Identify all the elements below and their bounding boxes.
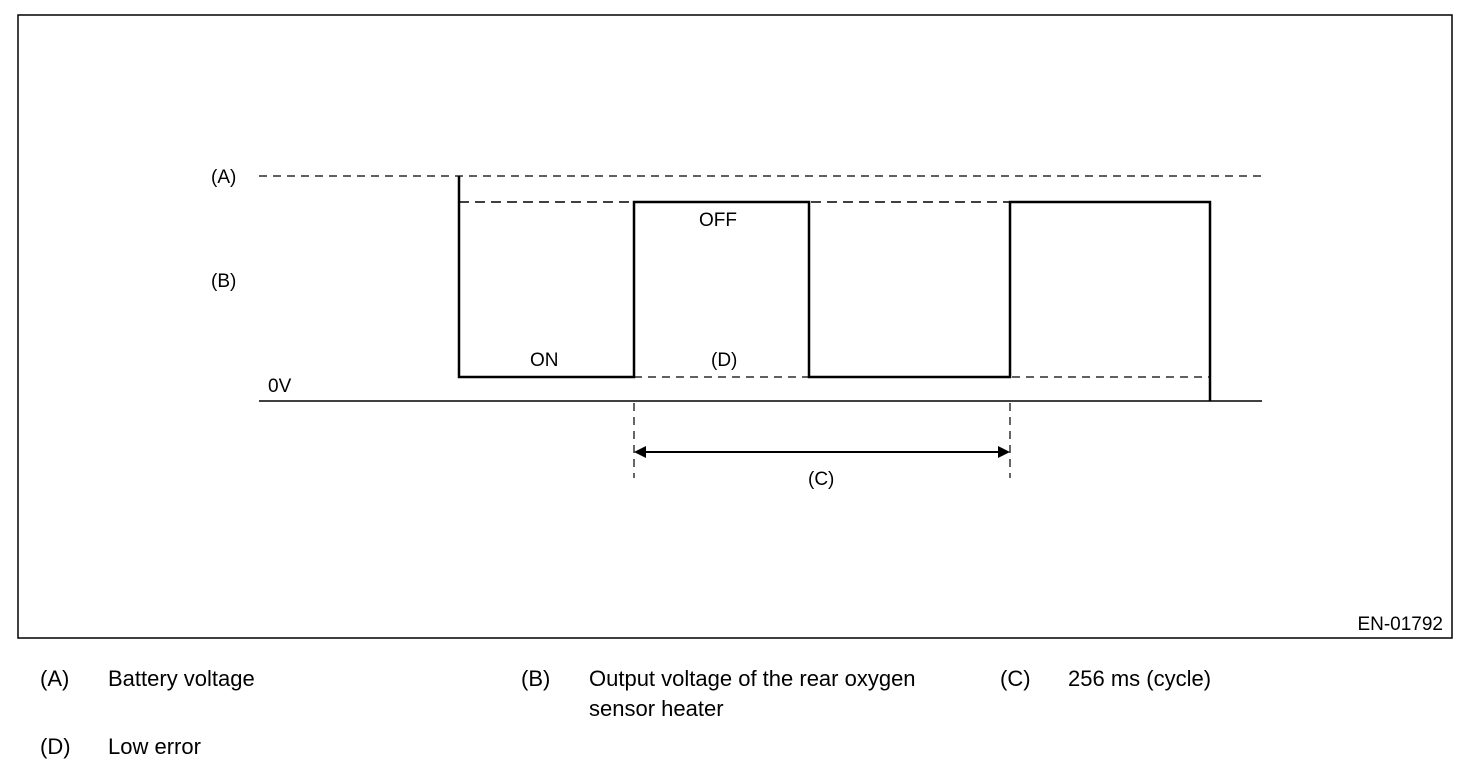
legend-key: (B) [521,666,551,691]
legend-key: (A) [40,666,70,691]
legend-key: (D) [40,734,71,759]
waveform-diagram: (A) (B) 0V ON OFF (D) (C) EN-01792 [17,14,1453,639]
label-a: (A) [211,167,236,188]
label-d: (D) [711,350,737,371]
legend-item-a: (A) Battery voltage [40,664,480,724]
legend-text: Battery voltage [108,666,255,691]
legend-key: (C) [1000,666,1031,691]
label-b: (B) [211,271,236,292]
legend-item-b: (B) Output voltage of the rear oxygen se… [521,664,981,724]
legend-text: Output voltage of the rear oxygen sensor… [589,666,916,721]
diagram-frame [17,14,1453,639]
heater-output-waveform [457,176,1212,401]
label-on: ON [530,350,559,371]
legend-item-c: (C) 256 ms (cycle) [1000,664,1400,694]
legend-text: 256 ms (cycle) [1068,666,1212,691]
legend-item-d: (D) Low error [40,732,480,762]
label-zero-volt: 0V [268,376,292,397]
label-c: (C) [808,469,834,490]
figure-id: EN-01792 [1357,614,1443,635]
label-off: OFF [699,210,737,231]
legend-text: Low error [108,734,201,759]
